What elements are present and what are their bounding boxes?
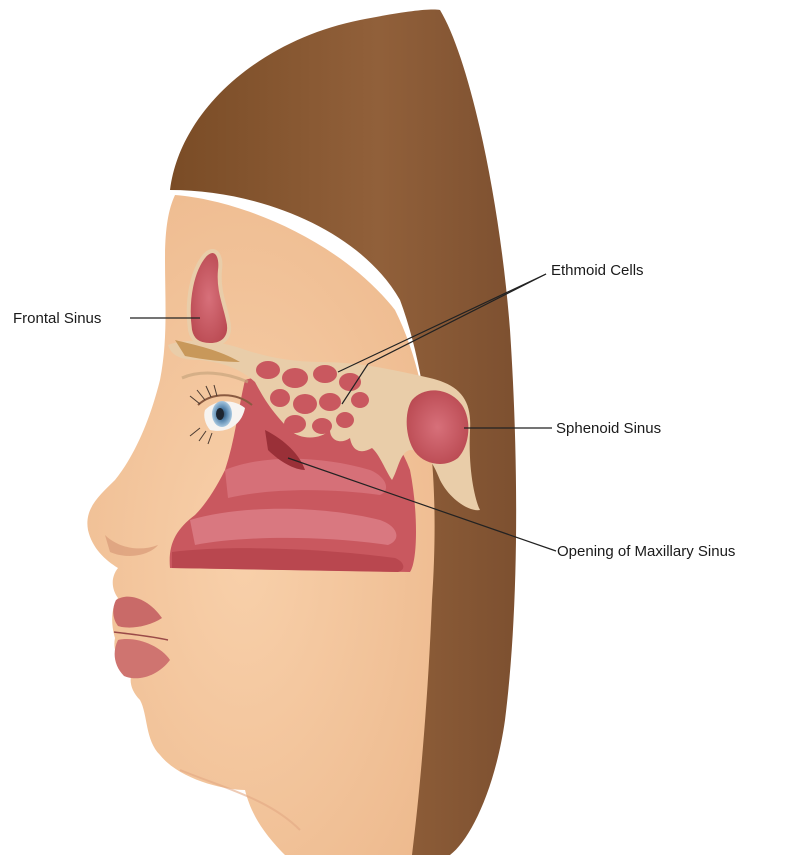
ethmoid-cells-label: Ethmoid Cells xyxy=(551,262,644,280)
sphenoid-sinus-label: Sphenoid Sinus xyxy=(556,420,661,438)
maxillary-opening-label: Opening of Maxillary Sinus xyxy=(557,543,735,561)
eye-pupil xyxy=(216,408,224,420)
frontal-sinus-label: Frontal Sinus xyxy=(13,310,101,328)
